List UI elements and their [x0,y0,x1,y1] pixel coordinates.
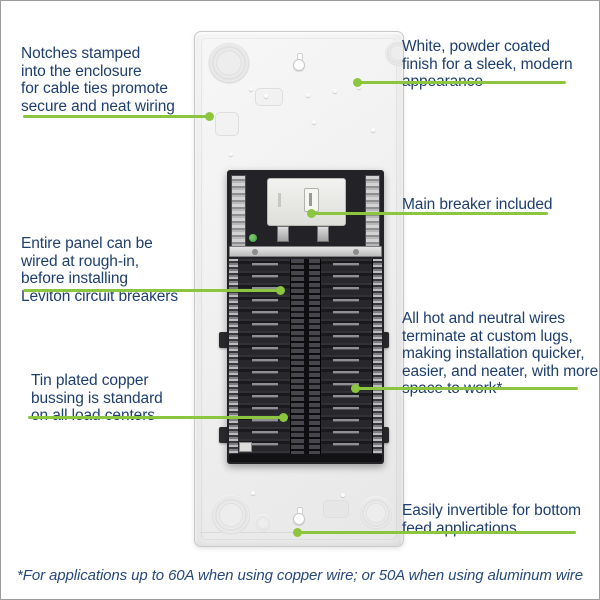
lug-strip-right [372,259,382,455]
callout-main-breaker-dot [307,209,316,218]
callout-invertible-text: Easily invertible for bottom feed applic… [402,502,581,537]
footnote: *For applications up to 60A when using c… [17,567,583,584]
mounting-tab [219,427,229,443]
keyhole-hole [293,513,305,525]
rating-label-chip [239,442,252,452]
notch-dot [249,87,253,91]
main-breaker-lug [277,226,289,242]
panel-enclosure [194,31,404,547]
knockout-square [323,500,349,518]
callout-lugs-text: All hot and neutral wires terminate at c… [402,310,599,397]
knockout-square [255,88,283,106]
knockout-ring [385,40,403,66]
callout-lugs-line [355,387,578,390]
panel-interior [227,170,384,464]
neutral-bar-left [231,175,246,247]
callout-finish-line [357,81,566,84]
bottom-keyhole-mount [293,507,305,525]
knockout-ring [208,42,250,84]
callout-notches-dot [205,112,214,121]
callout-invertible-dot [293,528,302,537]
knockout-ring [254,514,272,532]
ground-screw [249,234,257,242]
callout-rough-in-dot [276,286,285,295]
notch-dot [229,152,233,156]
bus-bar-spine [290,259,321,455]
knockout-ring [359,496,393,530]
keyhole-slot [297,507,303,516]
notch-dot [371,128,375,132]
callout-bussing-text: Tin plated copper bussing is standard on… [31,372,163,424]
knockout-square [215,112,239,136]
main-breaker-marking [278,193,281,207]
callout-notches-text: Notches stamped into the enclosure for c… [21,45,175,115]
interior-bottom-lip [229,454,382,462]
notch-dot [333,89,337,93]
callout-lugs-dot [351,384,360,393]
top-keyhole-mount [293,53,305,71]
mounting-tab [379,427,389,443]
notch-dot [264,94,268,98]
mounting-tab [379,332,389,348]
notch-dot [306,93,310,97]
breaker-column-right [321,259,373,455]
main-breaker [267,178,346,226]
notch-dot [312,120,316,124]
neutral-bar-right [365,175,380,247]
notch-dot [357,85,361,89]
callout-bussing-line [28,416,284,419]
callout-invertible-line [297,531,576,534]
notch-dot [251,491,255,495]
callout-main-breaker-line [311,212,548,215]
callout-rough-in-line [23,289,281,292]
knockout-ring [211,495,251,535]
notch-dot [341,493,345,497]
keyhole-slot [297,53,303,62]
mounting-rail [229,246,382,257]
mounting-tab [219,332,229,348]
keyhole-hole [293,59,305,71]
callout-notches-line [23,115,210,118]
main-breaker-lug [317,226,329,242]
callout-main-breaker-text: Main breaker included [402,196,553,213]
callout-finish-dot [353,78,362,87]
callout-rough-in-text: Entire panel can be wired at rough-in, b… [21,235,178,305]
callout-bussing-dot [279,413,288,422]
